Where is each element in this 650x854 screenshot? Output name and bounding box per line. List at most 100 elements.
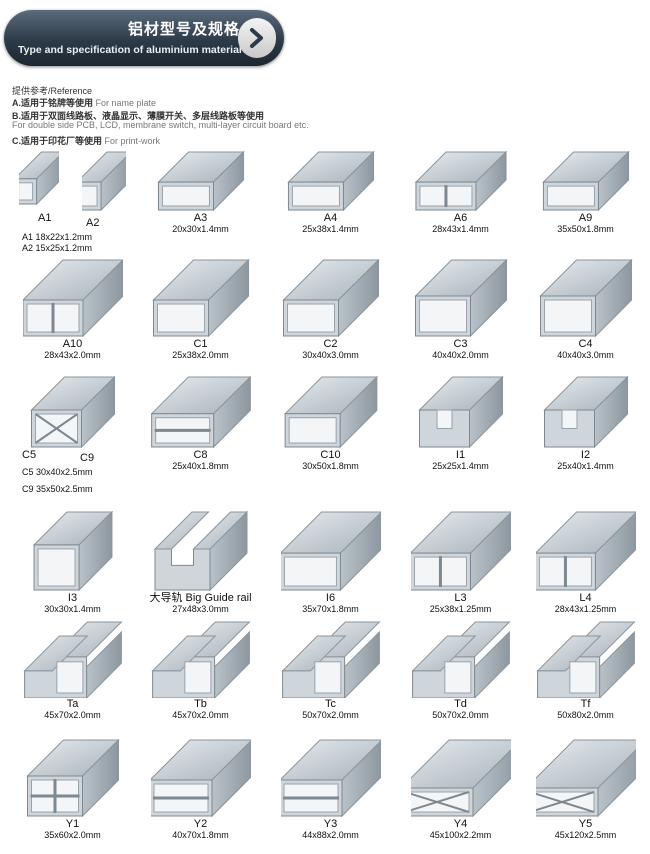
title-cn: 铝材型号及规格	[127, 21, 240, 38]
profile-dimensions: 40x70x1.8mm	[172, 830, 229, 840]
profile-image	[268, 375, 393, 449]
a2-label: A2	[86, 217, 100, 229]
profile-image	[398, 620, 523, 698]
profile-image	[398, 375, 523, 449]
profile-label: Td	[454, 698, 467, 710]
profile-label: A1	[38, 212, 52, 224]
profile-image	[138, 510, 263, 592]
profile-label: I6	[325, 592, 336, 604]
profile-dimensions: 25x25x1.4mm	[432, 461, 489, 471]
profile-image	[398, 738, 523, 818]
profile-label: Y5	[578, 818, 593, 830]
profile-label: I3	[67, 592, 78, 604]
profile-dimensions: 50x80x2.0mm	[557, 710, 614, 720]
profile-image	[523, 620, 648, 698]
reference-line-b-en: For double side PCB, LCD, membrane switc…	[12, 120, 309, 130]
profile-label: C1	[193, 338, 208, 350]
profile-label: 大导轨 Big Guide rail	[149, 592, 252, 604]
profile-item: A1	[10, 150, 135, 224]
profile-image	[268, 620, 393, 698]
profile-label: C3	[453, 338, 468, 350]
profile-label: A3	[193, 212, 208, 224]
profile-image	[523, 738, 648, 818]
profile-dimensions: 30x30x1.4mm	[44, 604, 101, 614]
profile-image	[138, 620, 263, 698]
profile-image	[523, 375, 648, 449]
c5-spec: C5 30x40x2.5mm	[22, 467, 93, 477]
profile-dimensions: 25x40x1.4mm	[557, 461, 614, 471]
profile-dimensions: 50x70x2.0mm	[432, 710, 489, 720]
profile-label: A9	[578, 212, 593, 224]
c9-label: C9	[80, 452, 95, 464]
profile-image	[138, 150, 263, 212]
profile-label: Y1	[65, 818, 80, 830]
profile-image	[138, 738, 263, 818]
profile-image	[138, 258, 263, 338]
profile-label: Y2	[193, 818, 208, 830]
profile-image	[268, 510, 393, 592]
profile-dimensions: 30x40x3.0mm	[302, 350, 359, 360]
profile-label: C4	[578, 338, 593, 350]
profile-dimensions: 20x30x1.4mm	[172, 224, 229, 234]
profile-label: Tb	[194, 698, 207, 710]
title-en: Type and specification of aluminium mate…	[18, 44, 242, 56]
profile-dimensions: 28x43x1.4mm	[432, 224, 489, 234]
profile-label: C2	[323, 338, 338, 350]
profile-image	[138, 375, 263, 449]
profile-image	[268, 738, 393, 818]
profile-image	[10, 258, 135, 338]
profile-dimensions: 25x38x2.0mm	[172, 350, 229, 360]
profile-image	[10, 510, 135, 592]
profile-label: Tf	[580, 698, 591, 710]
c9-spec: C9 35x50x2.5mm	[22, 484, 93, 494]
profile-label: C5	[22, 449, 37, 461]
profile-image	[523, 258, 648, 338]
profile-label: Y4	[453, 818, 468, 830]
profile-dimensions: 35x50x1.8mm	[557, 224, 614, 234]
profile-image	[398, 510, 523, 592]
profile-label: C8	[193, 449, 208, 461]
profile-dimensions: 40x40x2.0mm	[432, 350, 489, 360]
profile-image	[10, 738, 135, 818]
profile-label: C10	[320, 449, 341, 461]
profile-dimensions: 35x70x1.8mm	[302, 604, 359, 614]
profile-label: I2	[580, 449, 591, 461]
profile-item: C5	[10, 375, 135, 461]
profile-image	[10, 620, 135, 698]
profile-image	[268, 150, 393, 212]
profile-label: L3	[454, 592, 467, 604]
profile-dimensions: 35x60x2.0mm	[44, 830, 101, 840]
profile-label: A10	[62, 338, 83, 350]
profile-label: L4	[579, 592, 592, 604]
profile-dimensions: 45x100x2.2mm	[429, 830, 492, 840]
profile-label: Y3	[323, 818, 338, 830]
profile-dimensions: 27x48x3.0mm	[172, 604, 229, 614]
profile-dimensions: 28x43x2.0mm	[44, 350, 101, 360]
profile-image	[523, 150, 648, 212]
profile-label: A6	[453, 212, 468, 224]
profile-dimensions: 40x40x3.0mm	[557, 350, 614, 360]
profile-dimensions: 30x50x1.8mm	[302, 461, 359, 471]
profile-label: I1	[455, 449, 466, 461]
profile-dimensions: 45x70x2.0mm	[44, 710, 101, 720]
profile-dimensions: 44x88x2.0mm	[302, 830, 359, 840]
